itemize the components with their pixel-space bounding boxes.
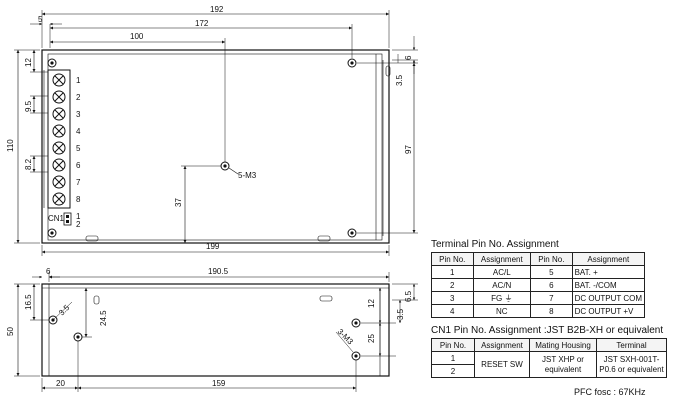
table-row: 1 RESET SW JST XHP or equivalent JST SXH…: [431, 351, 667, 378]
side-dim-6: 6: [46, 267, 51, 276]
terminal-number-4: 4: [76, 127, 81, 136]
terminal-number-1: 1: [76, 76, 81, 85]
dim-37: 37: [174, 198, 183, 207]
table-row: 1 AC/L 5 BAT. +: [431, 265, 646, 279]
side-dim-50: 50: [6, 327, 15, 336]
table-cell: 5: [530, 265, 573, 279]
side-holes: [48, 315, 361, 361]
terminal-table-title: Terminal Pin No. Assignment: [431, 239, 559, 250]
dim-100: 100: [130, 32, 144, 41]
cn1-header-assignment: Assignment: [474, 338, 530, 352]
dim-6: 6: [404, 55, 413, 60]
side-screw-label: 3-M3: [336, 327, 356, 347]
side-view-outline: [41, 283, 390, 377]
header-assignment: Assignment: [472, 252, 532, 266]
side-dim-190-5: 190.5: [208, 267, 229, 276]
table-row: 4 NC 8 DC OUTPUT +V: [431, 304, 646, 318]
table-cell: 7: [530, 291, 573, 305]
side-dim-20: 20: [56, 379, 65, 388]
cn1-housing-cell: JST XHP or equivalent: [529, 351, 597, 378]
terminal-number-5: 5: [76, 144, 81, 153]
table-cell: BAT. -/COM: [571, 278, 646, 292]
dim-5: 5: [38, 15, 43, 24]
terminal-block: [47, 69, 71, 209]
cn1-header-pin-no: Pin No.: [431, 338, 475, 352]
dim-199: 199: [206, 242, 220, 251]
side-dim-12: 12: [367, 299, 376, 308]
side-dim-dia: 3.5: [57, 303, 72, 318]
terminal-table-header: Pin No. Assignment Pin No. Assignment: [431, 252, 646, 266]
cn1-terminal-cell: JST SXH-001T-P0.6 or equivalent: [596, 351, 667, 378]
terminal-number-3: 3: [76, 110, 81, 119]
pfc-note: PFC fosc : 67KHz: [574, 387, 646, 397]
cn1-table-header: Pin No. Assignment Mating Housing Termin…: [431, 338, 667, 352]
side-dim-6-5: 6.5: [404, 290, 413, 302]
dim-172: 172: [195, 19, 209, 28]
dim-97: 97: [404, 145, 413, 154]
header-pin-no-2: Pin No.: [530, 252, 573, 266]
top-screw-label: 5-M3: [238, 171, 257, 180]
table-cell: 6: [530, 278, 573, 292]
table-cell: 2: [431, 278, 474, 292]
top-view-outline: [41, 49, 390, 244]
table-row: 2 AC/N 6 BAT. -/COM: [431, 278, 646, 292]
dim-3-5: 3.5: [395, 74, 404, 86]
dim-110: 110: [6, 139, 15, 152]
cn1-label: CN1: [48, 214, 65, 223]
top-view-inner-frame: [47, 53, 383, 241]
dim-12: 12: [24, 58, 33, 67]
mounting-holes: [47, 58, 357, 238]
table-cell: AC/L: [472, 265, 532, 279]
table-cell: DC OUTPUT +V: [571, 304, 646, 318]
cn1-header-housing: Mating Housing: [529, 338, 597, 352]
cn1-pin-2: 2: [76, 220, 81, 229]
table-cell: BAT. +: [571, 265, 646, 279]
cn1-assignment-cell: RESET SW: [474, 351, 530, 378]
dim-8-2: 8.2: [24, 158, 33, 170]
cn1-table-title: CN1 Pin No. Assignment :JST B2B-XH or eq…: [431, 325, 664, 336]
cn1-pin-1-cell: 1: [431, 351, 475, 365]
side-view: 6 190.5 50 16.5 3.5 24.5 3-M3 12 25: [6, 267, 418, 392]
cn1-pin-2-cell: 2: [431, 364, 475, 378]
dim-9-5: 9.5: [24, 100, 33, 112]
table-row: 2: [431, 364, 667, 378]
table-row: 3 FG ⏚ 7 DC OUTPUT COM: [431, 291, 646, 305]
header-assignment-2: Assignment: [571, 252, 646, 266]
cn1-header-terminal: Terminal: [596, 338, 667, 352]
side-dim-3-5: 3.5: [396, 308, 405, 320]
cn1-table: Pin No. Assignment Mating Housing Termin…: [431, 338, 667, 378]
cn1-connector: [63, 212, 72, 226]
side-dim-16-5: 16.5: [24, 294, 33, 310]
table-cell: 4: [431, 304, 474, 318]
table-cell: 1: [431, 265, 474, 279]
terminal-screws: [52, 73, 66, 206]
header-pin-no: Pin No.: [431, 252, 474, 266]
table-cell: 3: [431, 291, 474, 305]
terminal-number-8: 8: [76, 195, 81, 204]
terminal-number-6: 6: [76, 161, 81, 170]
table-cell: NC: [472, 304, 532, 318]
table-cell: FG ⏚: [472, 291, 532, 305]
side-dim-24-5: 24.5: [99, 310, 108, 326]
terminal-table: Pin No. Assignment Pin No. Assignment 1 …: [431, 252, 646, 318]
table-cell: 8: [530, 304, 573, 318]
side-dim-25: 25: [367, 334, 376, 343]
table-cell: AC/N: [472, 278, 532, 292]
side-dim-159: 159: [212, 379, 226, 388]
terminal-number-7: 7: [76, 178, 81, 187]
table-cell: DC OUTPUT COM: [571, 291, 646, 305]
terminal-number-2: 2: [76, 93, 81, 102]
dim-192: 192: [210, 5, 224, 14]
cn1-pin-1: 1: [76, 212, 81, 221]
top-view: 1 2 3 4 5 6 7 8 CN1 1 2 5-M3 192: [6, 5, 418, 256]
